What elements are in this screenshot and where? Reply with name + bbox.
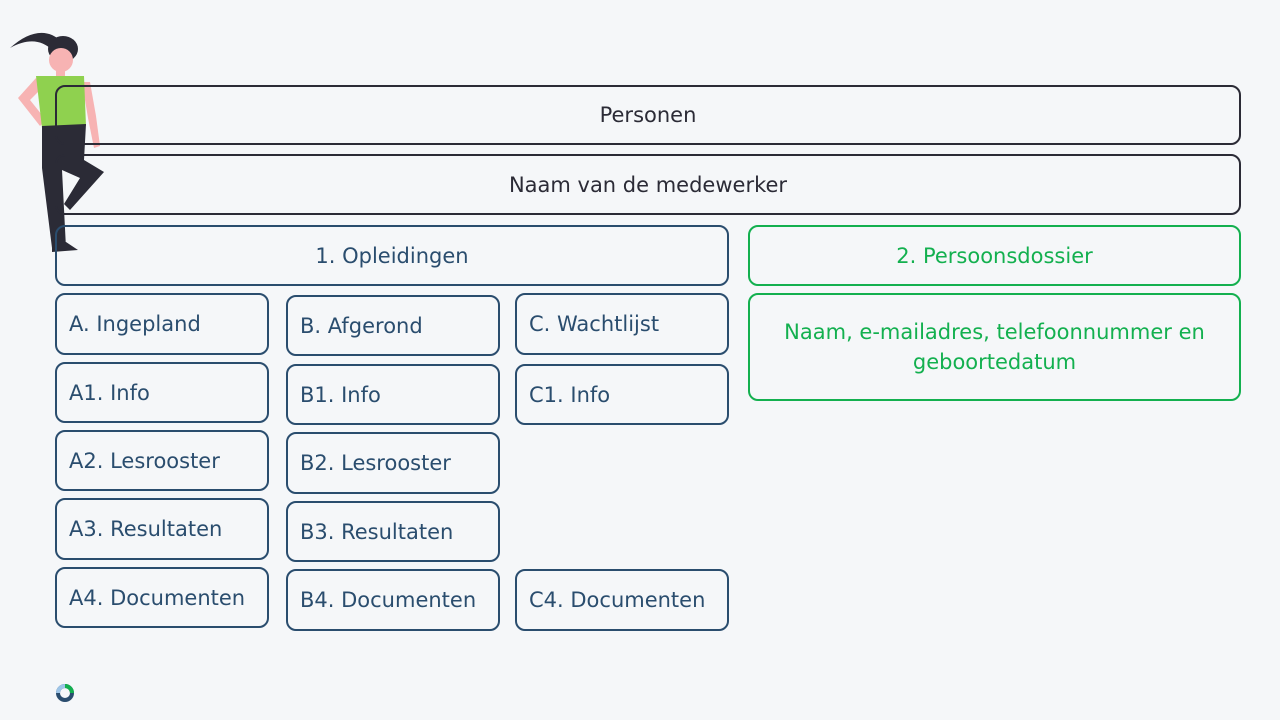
b3-resultaten-label: B3. Resultaten bbox=[300, 519, 454, 544]
persoonsdossier-label: 2. Persoonsdossier bbox=[896, 243, 1093, 268]
afgerond-box[interactable]: B. Afgerond bbox=[286, 295, 500, 356]
a2-lesrooster-label: A2. Lesrooster bbox=[69, 448, 220, 473]
ingepland-label: A. Ingepland bbox=[69, 312, 201, 336]
a1-info-label: A1. Info bbox=[69, 380, 150, 405]
a3-resultaten-label: A3. Resultaten bbox=[69, 517, 223, 541]
wachtlijst-label: C. Wachtlijst bbox=[529, 312, 660, 336]
c1-info-box[interactable]: C1. Info bbox=[515, 364, 729, 425]
persoonsdossier-details-box[interactable]: Naam, e-mailadres, telefoonnummer en geb… bbox=[748, 293, 1241, 401]
logo-icon bbox=[56, 684, 74, 702]
a4-documenten-label: A4. Documenten bbox=[69, 585, 246, 610]
b1-info-box[interactable]: B1. Info bbox=[286, 364, 500, 425]
personen-label: Personen bbox=[599, 103, 697, 127]
b3-resultaten-box[interactable]: B3. Resultaten bbox=[286, 501, 500, 562]
b2-lesrooster-box[interactable]: B2. Lesrooster bbox=[286, 432, 500, 494]
b2-lesrooster-label: B2. Lesrooster bbox=[300, 451, 451, 475]
c4-documenten-box[interactable]: C4. Documenten bbox=[515, 569, 729, 631]
persoonsdossier-box[interactable]: 2. Persoonsdossier bbox=[748, 225, 1241, 286]
medewerker-box[interactable]: Naam van de medewerker bbox=[55, 154, 1241, 215]
c4-documenten-label: C4. Documenten bbox=[529, 588, 706, 612]
opleidingen-label: 1. Opleidingen bbox=[315, 243, 469, 268]
a3-resultaten-box[interactable]: A3. Resultaten bbox=[55, 498, 269, 560]
b1-info-label: B1. Info bbox=[300, 382, 381, 407]
a1-info-box[interactable]: A1. Info bbox=[55, 362, 269, 423]
opleidingen-box[interactable]: 1. Opleidingen bbox=[55, 225, 729, 286]
a4-documenten-box[interactable]: A4. Documenten bbox=[55, 567, 269, 628]
a2-lesrooster-box[interactable]: A2. Lesrooster bbox=[55, 430, 269, 491]
b4-documenten-label: B4. Documenten bbox=[300, 588, 477, 612]
woman-illustration bbox=[10, 32, 104, 252]
wachtlijst-box[interactable]: C. Wachtlijst bbox=[515, 293, 729, 355]
personen-box[interactable]: Personen bbox=[55, 85, 1241, 145]
medewerker-label: Naam van de medewerker bbox=[508, 172, 788, 197]
b4-documenten-box[interactable]: B4. Documenten bbox=[286, 569, 500, 631]
c1-info-label: C1. Info bbox=[529, 382, 611, 407]
afgerond-label: B. Afgerond bbox=[300, 313, 423, 338]
ingepland-box[interactable]: A. Ingepland bbox=[55, 293, 269, 355]
persoonsdossier-details-label: Naam, e-mailadres, telefoonnummer en geb… bbox=[784, 320, 1205, 374]
